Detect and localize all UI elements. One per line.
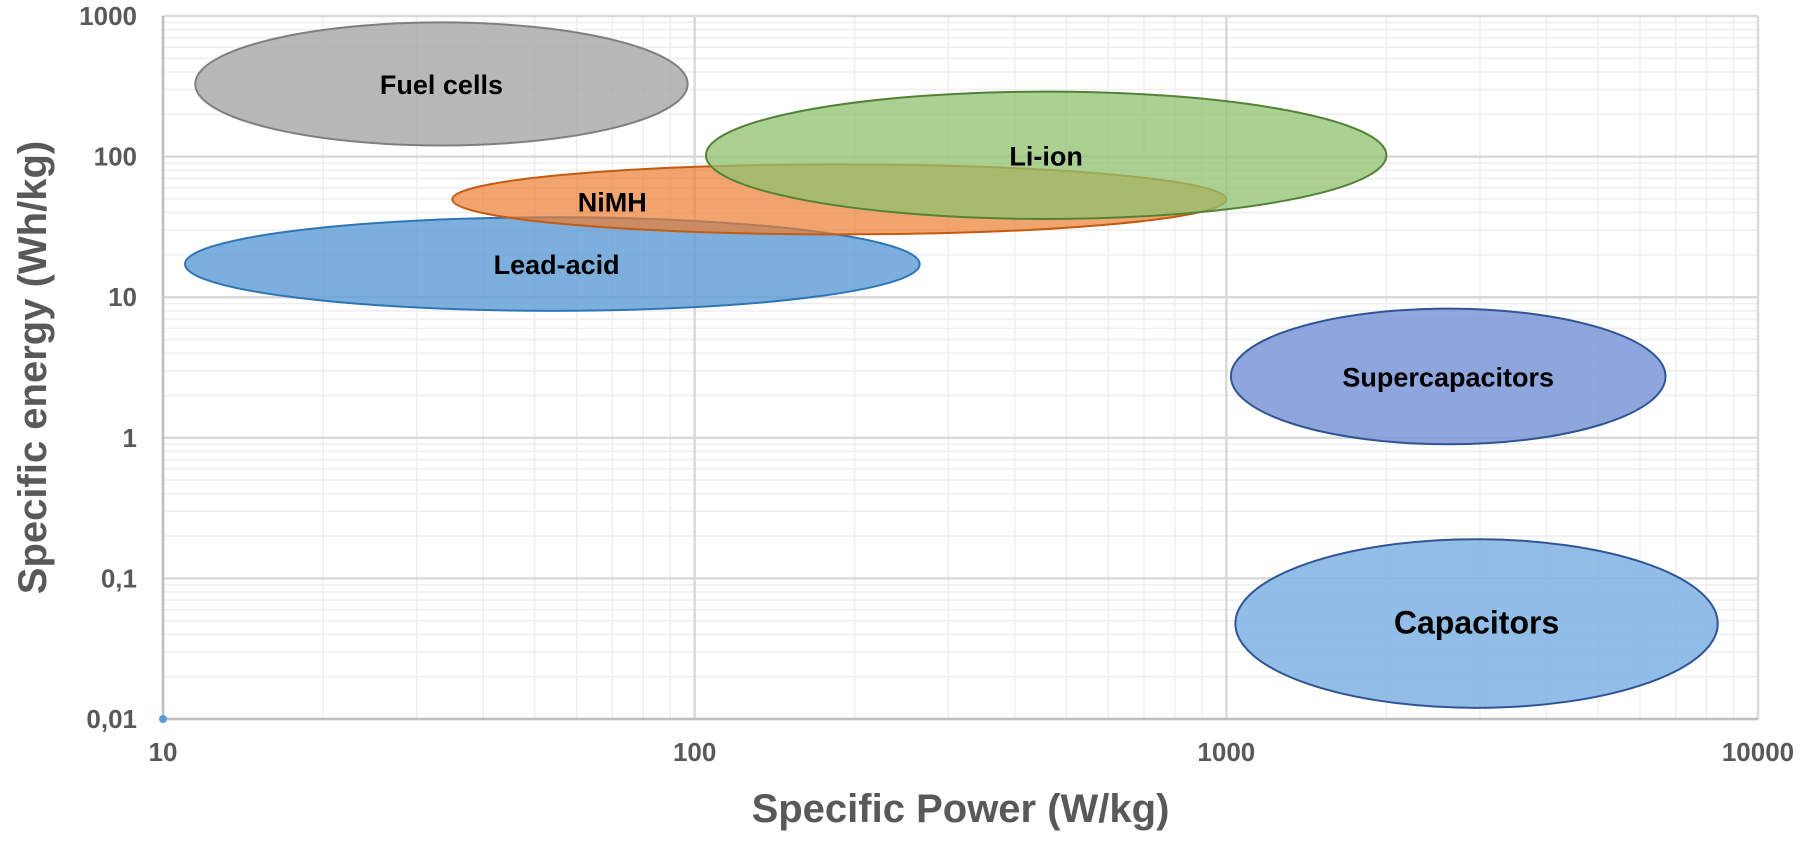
y-tick-label: 100 — [94, 142, 137, 172]
x-tick-label: 100 — [673, 737, 716, 767]
y-axis-title: Specific energy (Wh/kg) — [11, 141, 55, 594]
region-capacitors — [1234, 538, 1719, 709]
region-supercapacitors — [1229, 307, 1667, 446]
x-tick-label: 10 — [149, 737, 178, 767]
region-fuel-cells — [194, 21, 689, 147]
y-tick-label: 1000 — [79, 1, 137, 31]
data-point — [159, 715, 167, 723]
regions — [184, 21, 1719, 709]
y-tick-label: 0,1 — [101, 563, 137, 593]
region-li-ion — [704, 90, 1388, 220]
y-tick-label: 10 — [108, 282, 137, 312]
region-label-lead-acid: Lead-acid — [494, 250, 620, 280]
region-label-nimh: NiMH — [578, 187, 647, 217]
x-tick-labels: 10 100 1000 10000 — [149, 737, 1795, 767]
region-label-capacitors: Capacitors — [1394, 605, 1559, 641]
region-label-li-ion: Li-ion — [1009, 141, 1082, 171]
y-tick-label: 1 — [123, 423, 137, 453]
region-label-fuel-cells: Fuel cells — [380, 70, 503, 100]
region-label-supercapacitors: Supercapacitors — [1342, 362, 1554, 392]
x-tick-label: 10000 — [1722, 737, 1794, 767]
x-tick-label: 1000 — [1197, 737, 1255, 767]
x-axis-title: Specific Power (W/kg) — [752, 787, 1170, 831]
y-tick-label: 0,01 — [86, 704, 137, 734]
data-points — [159, 715, 167, 723]
y-tick-labels: 0,01 0,1 1 10 100 1000 — [79, 1, 137, 734]
